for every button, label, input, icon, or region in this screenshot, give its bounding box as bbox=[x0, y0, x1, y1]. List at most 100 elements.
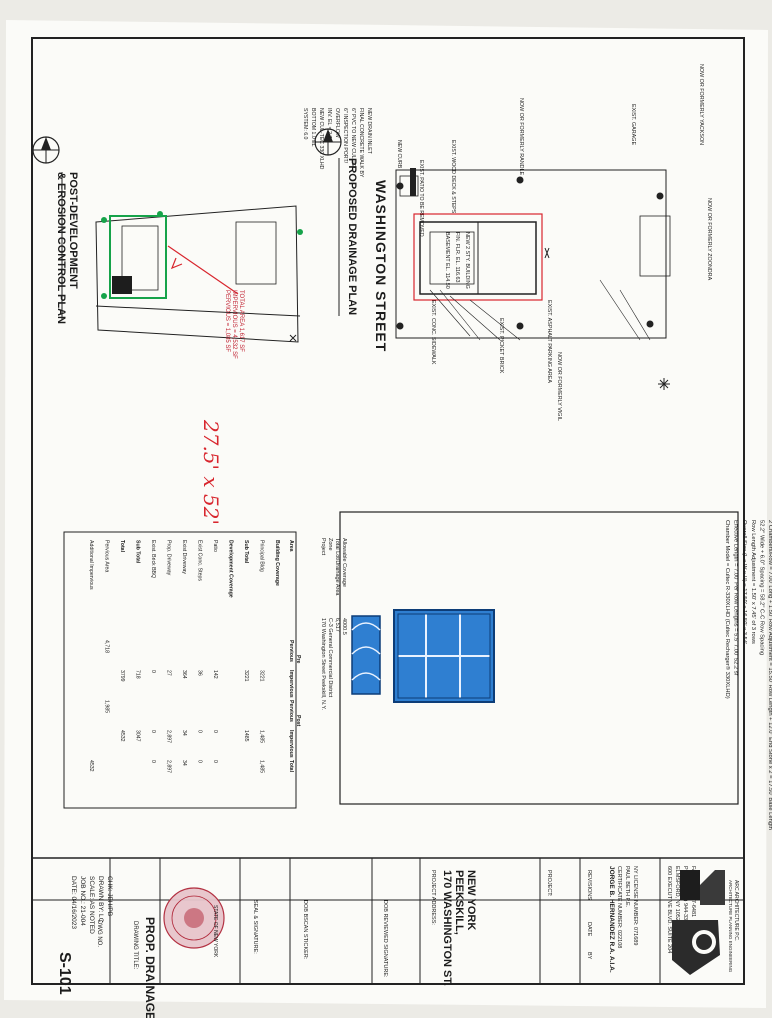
plan-label: NOW OR FORMERLY YACKSON bbox=[698, 64, 704, 145]
zoning-cell: 2,897 bbox=[166, 730, 172, 743]
zoning-cell: 3221 bbox=[243, 670, 249, 682]
zoning-cell: Building Coverage bbox=[274, 540, 280, 586]
allowable-row-value: 4000.5 bbox=[341, 618, 347, 635]
zoning-cell: 34 bbox=[181, 760, 187, 766]
zoning-cell: 0 bbox=[150, 670, 156, 673]
zoning-cell: 142 bbox=[212, 670, 218, 679]
plan-label: EXIST. PICKET BRICK bbox=[498, 318, 504, 374]
engineer-name: JORGE B. HERNANDEZ R.A. A.I.A. bbox=[608, 866, 615, 973]
zoning-header: Pervious bbox=[288, 640, 294, 662]
zoning-cell: Prop. Driveway bbox=[166, 540, 172, 576]
project-address-3: NEW YORK bbox=[465, 870, 477, 930]
project-row-value: 170 Washington Street Peekskill, N.Y. bbox=[320, 618, 326, 710]
zoning-cell: Development Coverage bbox=[228, 540, 234, 598]
plan-label: NOW OR FORMERLY ZOONDRA bbox=[706, 198, 712, 281]
professional-seal: STATE OF NEW YORK bbox=[163, 887, 225, 958]
left-plan-drain bbox=[112, 276, 132, 294]
plan-label: NOW OR FORMERLY VIGIL bbox=[556, 352, 562, 421]
by-label: BY bbox=[586, 952, 592, 960]
zoning-cell: 36 bbox=[197, 670, 203, 676]
street-label: WASHINGTON STREET bbox=[373, 180, 389, 352]
zoning-cell: 27 bbox=[166, 670, 172, 676]
zoning-cell: Sub Total bbox=[243, 540, 249, 564]
plan-label: BASEMENT EL. 114.50 bbox=[444, 232, 450, 289]
zoning-header: Pervious bbox=[288, 700, 294, 722]
firm-tagline: ARCHITECTURE PLANNING ENGINEERING bbox=[728, 880, 733, 973]
spot-marks bbox=[289, 247, 670, 390]
seal-label: SEAL & SIGNATURE: bbox=[252, 900, 258, 954]
sheet-border bbox=[31, 37, 745, 985]
north-arrow-left bbox=[32, 136, 60, 164]
dwg-no: S-101 bbox=[56, 952, 73, 995]
proposed-building-outline bbox=[413, 213, 543, 301]
spec-line: Effective Length = 7.00' Per Row Lengths… bbox=[733, 520, 739, 676]
zoning-cell: 2,897 bbox=[166, 760, 172, 773]
zoning-cell: Additional Impervious bbox=[88, 540, 94, 590]
north-arrow-right bbox=[314, 128, 342, 156]
zoning-cell: Patio bbox=[212, 540, 218, 552]
zoning-cell: 0 bbox=[197, 760, 203, 763]
zone-row-label: Zone bbox=[327, 538, 333, 551]
seal-text: STATE OF NEW YORK bbox=[212, 905, 218, 958]
plan-label: 6" PVC TO NEW CUL-TEC bbox=[350, 108, 356, 171]
zoning-header: Total bbox=[288, 760, 294, 773]
zoning-row: Prop. Driveway 27 2,897 2,897 bbox=[166, 540, 172, 773]
left-plan-title-1: POST-DEVELOPMENT bbox=[67, 172, 79, 289]
plan-label: NEW 2 STY. BUILDING bbox=[464, 232, 470, 289]
zoning-row: Patio 142 0 0 bbox=[212, 540, 218, 763]
plan-label: EXIST. ASPHALT PARKING AREA bbox=[546, 300, 552, 383]
engineer-2: PAUL BETH P.E. bbox=[624, 866, 630, 908]
plan-label: SYSTEM: 6.0 bbox=[302, 108, 308, 140]
zoning-cell: 0 bbox=[150, 730, 156, 733]
paper-sheet bbox=[4, 20, 768, 1008]
plan-label: EXIST. PATIO TO BE REMOVED bbox=[418, 160, 424, 237]
plan-label: BOTTOM 1.0 EL bbox=[310, 108, 316, 147]
license-number: NY LICENSE NUMBER: 071689 bbox=[632, 866, 638, 945]
zoning-header: Impervious bbox=[288, 670, 294, 698]
date-label: DATE bbox=[586, 922, 592, 937]
zoning-cell: 0 bbox=[150, 760, 156, 763]
zoning-cell: Total bbox=[119, 540, 125, 553]
owner-signature-label: DOB REVIEWED SIGNATURE: bbox=[382, 900, 388, 978]
zoning-cell: Exist Conc. Steps bbox=[197, 540, 203, 581]
spec-line: Row Length Adjustment = 1.50' x 7.45' of… bbox=[750, 520, 756, 644]
handwritten-dimension: 27.5' x 52' bbox=[199, 419, 223, 525]
plan-label: FINAL CONCRETE WALK BY bbox=[358, 108, 364, 178]
zoning-cell: 1,485 bbox=[259, 730, 265, 743]
firm-address-1: 600 EXECUTIVE BLVD. SUITE 204 bbox=[666, 866, 672, 953]
project-row-label: Project bbox=[320, 538, 326, 556]
firm-name: ARC ARCHITECTURE P.C. bbox=[733, 880, 739, 941]
zoning-group-header: Post bbox=[295, 715, 301, 727]
chamber-spec-box: Chamber Model = Cultec R-330XLHD (Cultec… bbox=[339, 511, 772, 830]
zoning-cell: 0 bbox=[212, 760, 218, 763]
allowable-row-label: Allowable Coverage bbox=[341, 538, 347, 587]
zoning-cell: 0 bbox=[212, 730, 218, 733]
site-plan: POST-DEVELOPMENT & EROSION CONTROL PLAN … bbox=[32, 64, 712, 525]
zone-row-value: C-3 General Commercial District bbox=[327, 618, 333, 698]
plan-label: EXIST. GARAGE bbox=[630, 104, 636, 145]
certificate-number: CERTIFICATE NUMBER: 022108 bbox=[616, 866, 622, 948]
spec-line: 52.2" Wide + 6.0" Spacing = 58.2" C-C Ro… bbox=[758, 520, 764, 655]
spec-line: 2 Chambers/Row = 7.00' Long + 1.50' Row … bbox=[767, 520, 772, 830]
plan-label: NEW CURB bbox=[396, 140, 402, 169]
zoning-cell: 3047 bbox=[135, 730, 141, 742]
left-plan-title-2: & EROSION CONTROL PLAN bbox=[55, 172, 67, 324]
zoning-cell: Exist Driveway bbox=[181, 540, 187, 574]
plan-label: OVERFLOW bbox=[334, 108, 340, 138]
firm-address-2: ELMSFORD, NY 10523 bbox=[674, 866, 680, 924]
right-plan-title: PROPOSED DRAINAGE PLAN bbox=[346, 158, 358, 315]
date-field: DATE: 04/16/2023 bbox=[70, 876, 77, 929]
firm-logo: ARC ARCHITECTURE P.C. ARCHITECTURE PLANN… bbox=[672, 870, 739, 975]
area-note-line: PERVIOUS = 1,085 SF bbox=[224, 290, 230, 352]
zoning-header: Impervious bbox=[288, 730, 294, 758]
project-address-label: PROJECT ADDRESS: bbox=[430, 870, 436, 925]
zoning-cell: 3799 bbox=[119, 670, 125, 682]
